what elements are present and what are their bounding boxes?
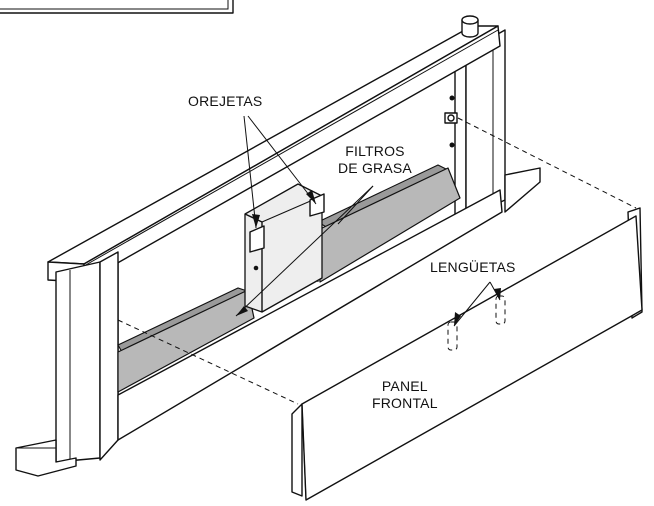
front-panel <box>291 207 643 501</box>
label-lenguetas: LENGÜETAS <box>430 259 516 275</box>
label-panel-line2: FRONTAL <box>372 395 438 411</box>
label-panel-frontal: PANEL FRONTAL <box>372 378 438 412</box>
label-filtros-de-grasa: FILTROS DE GRASA <box>338 143 412 177</box>
left-foot <box>15 439 77 477</box>
leader-arrowheads <box>236 190 501 326</box>
right-foot <box>504 167 541 213</box>
bottom-rail <box>117 189 503 441</box>
alignment-lines <box>117 117 637 405</box>
right-post <box>444 29 541 223</box>
top-knob <box>461 15 479 38</box>
label-panel-line1: PANEL <box>381 378 428 394</box>
label-filtros-line2: DE GRASA <box>338 160 412 176</box>
left-post <box>15 251 119 477</box>
inset-box-corner <box>0 0 234 14</box>
label-filtros-line1: FILTROS <box>345 143 405 159</box>
label-orejetas: OREJETAS <box>188 93 263 109</box>
right-post-bolt <box>444 112 458 124</box>
panel-tabs <box>447 295 506 351</box>
leader-lines <box>235 115 501 327</box>
